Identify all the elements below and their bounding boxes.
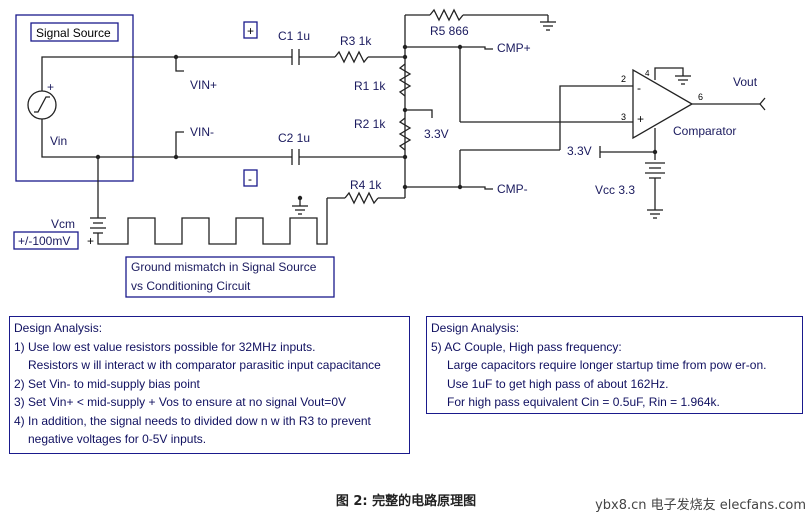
design-left-line-1: 1) Use low est value resistors possible … xyxy=(14,339,316,354)
vcm-value: +/-100mV xyxy=(18,234,70,248)
r1-label: R1 1k xyxy=(354,79,386,93)
r4-label: R4 1k xyxy=(350,178,382,192)
pin4-label: 4 xyxy=(645,69,650,78)
ac-source-waveform xyxy=(34,96,50,113)
vout-label: Vout xyxy=(733,75,758,89)
signal-source-label-frame xyxy=(30,22,119,42)
signal-source-label: Signal Source xyxy=(36,26,111,40)
signal-source-box xyxy=(15,14,134,182)
c2-label: C2 1u xyxy=(278,131,310,145)
cmp-plus-label: CMP+ xyxy=(497,41,531,55)
minus-marker: - xyxy=(248,172,252,186)
comparator-symbol xyxy=(632,68,694,140)
watermark: ybx8.cn 电子发烧友 elecfans.com xyxy=(595,498,806,513)
vin-minus-label: VIN- xyxy=(190,125,214,139)
minus-marker-box xyxy=(243,169,258,187)
ground-mismatch-line1: Ground mismatch in Signal Source xyxy=(131,260,317,274)
design-left-line-5: 4) In addition, the signal needs to divi… xyxy=(14,413,371,428)
plus-marker: + xyxy=(247,24,254,38)
vcm-plus: + xyxy=(87,234,94,248)
r2-label: R2 1k xyxy=(354,117,386,131)
design-left-title: Design Analysis: xyxy=(14,321,103,335)
vin-label: Vin xyxy=(50,134,67,148)
design-right-line-3: Use 1uF to get high pass of about 162Hz. xyxy=(447,376,669,391)
design-right-line-1: 5) AC Couple, High pass frequency: xyxy=(431,339,622,354)
figure-caption: 图 2: 完整的电路原理图 xyxy=(335,494,477,509)
comparator-minus: - xyxy=(637,81,641,95)
vcc-label: Vcc 3.3 xyxy=(595,183,635,197)
plus-marker-box xyxy=(243,21,258,39)
design-right-title: Design Analysis: xyxy=(431,321,520,335)
design-left-line-2: Resistors w ill interact w ith comparato… xyxy=(28,358,381,372)
pin2-label: 2 xyxy=(621,74,626,84)
design-left-line-6: negative voltages for 0-5V inputs. xyxy=(28,432,207,446)
vcm-value-box xyxy=(13,231,79,250)
v33-left-label: 3.3V xyxy=(567,144,592,158)
design-analysis-left: Design Analysis: 1) Use low est value re… xyxy=(9,316,410,454)
cmp-minus-label: CMP- xyxy=(497,182,528,196)
pin6-label: 6 xyxy=(698,92,703,102)
ground-mismatch-box xyxy=(125,256,335,298)
design-right-line-2: Large capacitors require longer startup … xyxy=(447,358,767,372)
c1-label: C1 1u xyxy=(278,29,310,43)
pin3-label: 3 xyxy=(621,112,626,122)
design-left-line-4: 3) Set Vin+ < mid-supply + Vos to ensure… xyxy=(14,395,346,409)
design-analysis-right: Design Analysis: 5) AC Couple, High pass… xyxy=(426,316,803,414)
vin-plus-label: VIN+ xyxy=(190,78,217,92)
source-plus: + xyxy=(47,80,54,94)
design-right-line-4: For high pass equivalent Cin = 0.5uF, Ri… xyxy=(447,395,720,409)
r3-label: R3 1k xyxy=(340,34,372,48)
comparator-label: Comparator xyxy=(673,124,736,138)
vcm-label: Vcm xyxy=(51,217,75,231)
design-left-line-3: 2) Set Vin- to mid-supply bias point xyxy=(14,376,200,391)
ground-mismatch-line2: vs Conditioning Circuit xyxy=(131,279,251,293)
r5-label: R5 866 xyxy=(430,24,469,38)
v33-label: 3.3V xyxy=(424,127,449,141)
comparator-plus: + xyxy=(637,112,644,126)
